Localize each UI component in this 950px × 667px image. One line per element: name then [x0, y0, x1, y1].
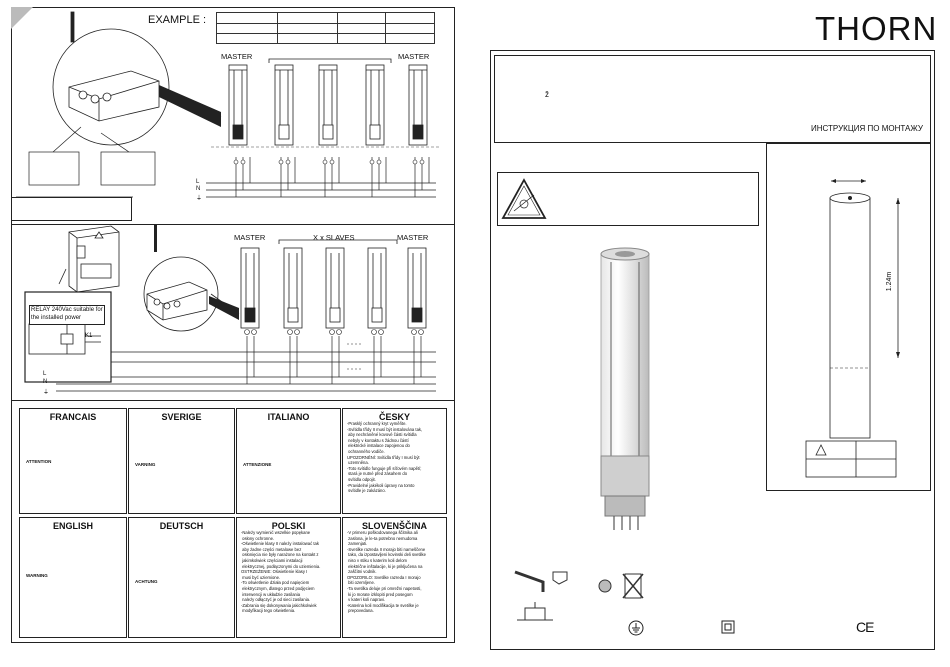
- line-label-n-top: N: [196, 186, 201, 192]
- line-label-l-mid: L: [43, 371, 47, 377]
- lang-warning: ACHTUNG: [135, 579, 158, 584]
- example-table: [216, 12, 435, 44]
- lang-heading: POLSKI: [271, 521, 306, 531]
- lang-box-en: ENGLISH WARNING: [19, 517, 127, 638]
- lang-heading: ČESKY: [378, 412, 410, 422]
- lang-heading: DEUTSCH: [159, 521, 204, 531]
- master-label-mid-left: MASTER: [234, 233, 266, 242]
- lang-warning: ATTENZIONE: [243, 462, 272, 467]
- slaves-label: X x SLAVES: [313, 233, 355, 242]
- lang-box-de: DEUTSCH ACHTUNG: [128, 517, 235, 638]
- relay-note-box: [29, 305, 105, 325]
- dimension-panel: [766, 143, 931, 491]
- brand-logo: THORN: [815, 10, 938, 47]
- relay-tag: K1: [85, 333, 93, 339]
- master-label-mid-right: MASTER: [397, 233, 429, 242]
- lang-heading: SVERIGE: [161, 412, 202, 422]
- left-page: [11, 7, 455, 643]
- lang-warning: ATTENTION: [26, 459, 52, 464]
- line-label-pe-top: ⏚: [196, 196, 203, 202]
- right-page: [490, 50, 935, 650]
- line-label-n-mid: N: [43, 379, 48, 385]
- lang-warning: VARNING: [135, 462, 156, 467]
- lang-body: -Należy wymienić wszelkie popękane osłon…: [241, 530, 321, 614]
- lang-box-sl: SLOVENŠČINA -V primeru poškodovanega šči…: [342, 517, 447, 638]
- fixing-icon: [517, 602, 553, 621]
- class-ii-icon: [721, 620, 735, 634]
- line-label-pe-mid: ⏚: [43, 390, 50, 396]
- lang-heading: SLOVENŠČINA: [361, 521, 427, 531]
- dimension-label: 1.24m: [886, 271, 894, 292]
- lang-box-se: SVERIGE VARNING: [128, 408, 235, 514]
- right-header-box: [494, 55, 931, 143]
- warning-box: [497, 172, 759, 226]
- line-label-l-top: L: [196, 179, 200, 185]
- wiring-diagram-top: [16, 11, 441, 198]
- lang-heading: ITALIANO: [267, 412, 310, 422]
- section-divider-2: [11, 400, 455, 401]
- lang-box-it: ITALIANO ATTENZIONE: [236, 408, 341, 514]
- section-divider-1: [11, 224, 455, 225]
- lamp-no-dimmer-icon: [598, 573, 644, 599]
- lang-box-fr: FRANCAIS ATTENTION: [19, 408, 127, 514]
- tube-luminaire: [600, 247, 650, 530]
- lang-body: -V primeru poškodovanega ščitnika ali za…: [347, 530, 426, 614]
- ce-mark: CE: [856, 619, 874, 635]
- corner-fold: [11, 7, 33, 29]
- install-subtitle: ИНСТРУКЦИЯ ПО МОНТАЖУ: [811, 124, 923, 133]
- earth-symbol-icon: [628, 620, 644, 636]
- wiring-diagram-middle: [24, 224, 436, 392]
- lang-warning: WARNING: [26, 573, 48, 578]
- lang-heading: FRANCAIS: [49, 412, 97, 422]
- dimension-drawing: [805, 179, 900, 478]
- lang-body: -Prasklý ochranný kryt vyměňte. -Svítidl…: [347, 421, 423, 494]
- title-char: ž: [545, 90, 549, 99]
- relay-note: RELAY 240Vac suitable for the installed …: [31, 307, 103, 321]
- master-label-top-right: MASTER: [398, 52, 430, 61]
- hex-key-icon: [514, 570, 568, 592]
- lang-box-cz: ČESKY -Prasklý ochranný kryt vyměňte. -S…: [342, 408, 447, 514]
- master-label-top-left: MASTER: [221, 52, 253, 61]
- box-divider: [11, 197, 132, 221]
- lang-heading: ENGLISH: [52, 521, 93, 531]
- lang-box-pl: POLSKI -Należy wymienić wszelkie popękan…: [236, 517, 341, 638]
- warning-triangle-icon: [501, 178, 547, 219]
- example-label: EXAMPLE :: [148, 14, 207, 26]
